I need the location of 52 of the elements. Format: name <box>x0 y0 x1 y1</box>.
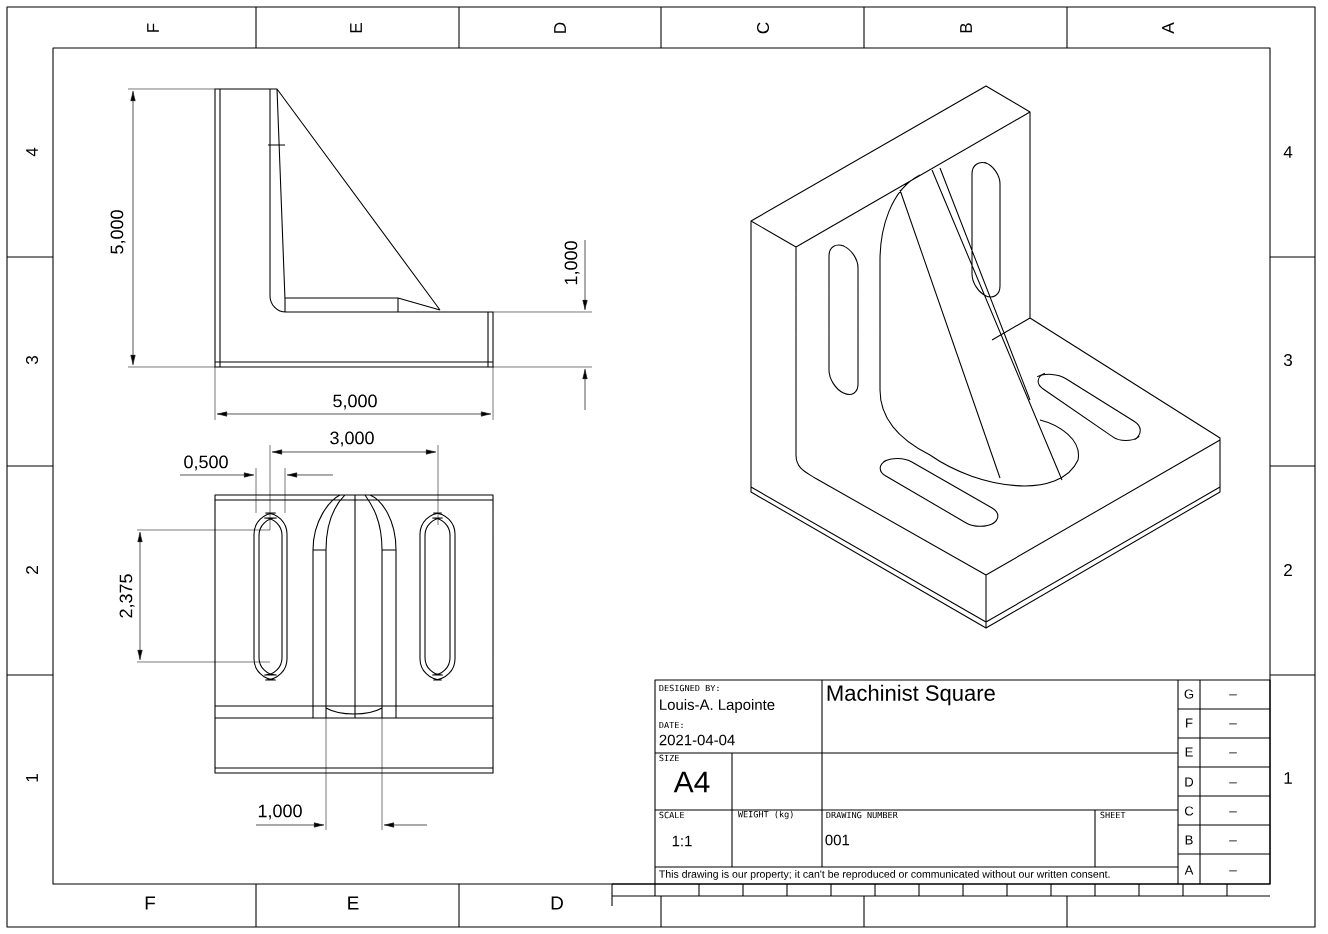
revision-entry: _ <box>1229 840 1237 842</box>
revision-letter: G <box>1184 689 1194 699</box>
field-label: WEIGHT (kg) <box>737 810 793 820</box>
zone-number: 2 <box>26 566 38 574</box>
field-value: 2021-04-04 <box>659 734 735 746</box>
zone-number: 4 <box>26 147 38 157</box>
note-text: This drawing is our property; it can't be reproduced or communicated without our written consent. <box>659 870 1110 880</box>
field-value: 001 <box>825 834 850 846</box>
zone-letter: F <box>145 896 156 910</box>
zone-number: 3 <box>1283 353 1292 367</box>
dimension-value: 2,375 <box>119 574 135 618</box>
revision-entry: _ <box>1229 782 1237 784</box>
field-label: SCALE <box>659 811 684 819</box>
dimension-value: 1,000 <box>258 804 302 820</box>
revision-letter: C <box>1184 806 1194 816</box>
zone-letter: C <box>756 22 770 34</box>
dimension-value: 0,500 <box>184 455 228 471</box>
zone-letter: E <box>350 23 362 33</box>
zone-letter: F <box>147 23 159 32</box>
drawing-title: Machinist Square <box>827 684 995 706</box>
zone-letter: D <box>551 896 563 910</box>
field-label: SIZE <box>659 754 679 762</box>
field-label: DESIGNED BY: <box>659 684 719 692</box>
dimension-value: 1,000 <box>564 241 580 285</box>
dimension-value: 3,000 <box>330 431 374 447</box>
revision-entry: _ <box>1229 694 1237 696</box>
revision-letter: A <box>1184 865 1194 875</box>
dimension-value: 5,000 <box>333 394 377 410</box>
zone-letter: E <box>348 896 359 910</box>
field-label: SHEET <box>1100 811 1126 819</box>
revision-entry: _ <box>1229 870 1237 872</box>
revision-entry: _ <box>1229 752 1237 754</box>
field-value: Louis-A. Lapointe <box>660 699 775 713</box>
zone-number: 2 <box>1284 564 1292 576</box>
zone-letter: A <box>1162 22 1174 34</box>
zone-number: 1 <box>1284 772 1292 784</box>
revision-entry: _ <box>1229 723 1237 725</box>
revision-letter: E <box>1185 747 1193 757</box>
zone-number: 3 <box>25 356 39 365</box>
zone-number: 1 <box>26 774 38 782</box>
field-value: A4 <box>673 771 710 793</box>
revision-entry: _ <box>1229 811 1237 813</box>
zone-number: 4 <box>1283 146 1293 158</box>
dimension-value: 5,000 <box>110 210 126 254</box>
zone-letter: D <box>554 22 566 33</box>
field-label: DATE: <box>659 721 683 729</box>
zone-letter: B <box>960 23 972 33</box>
revision-letter: B <box>1185 835 1193 845</box>
revision-letter: F <box>1186 718 1193 728</box>
field-value: 1:1 <box>672 835 692 847</box>
revision-letter: D <box>1185 777 1194 787</box>
field-label: DRAWING NUMBER <box>826 811 898 819</box>
